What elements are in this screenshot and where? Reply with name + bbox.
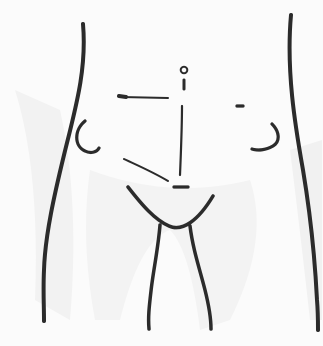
left-hip-mark <box>77 121 99 152</box>
navel-mark <box>181 67 188 74</box>
shading-center <box>86 170 257 330</box>
background-shading <box>15 90 322 330</box>
left-port-mark <box>119 96 126 97</box>
lower-diagonal-line <box>124 159 168 181</box>
right-hip-mark <box>252 124 278 150</box>
left-port-line <box>123 97 168 98</box>
midline-line <box>180 106 182 175</box>
